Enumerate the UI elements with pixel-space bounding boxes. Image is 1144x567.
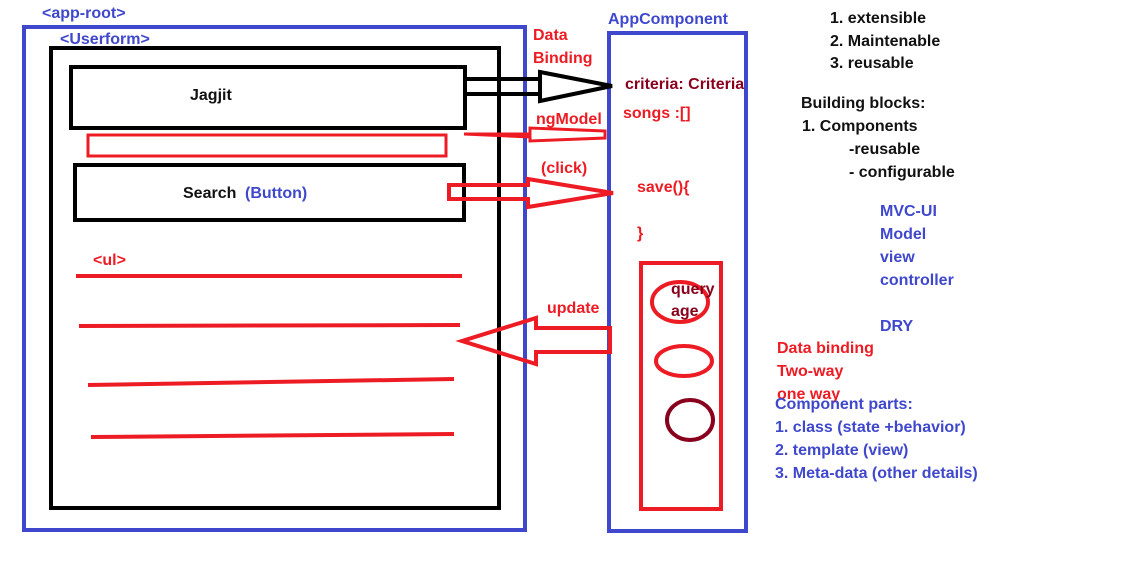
click-arrow: [447, 176, 614, 210]
list-line-3: [87, 377, 455, 387]
state-box: [639, 261, 723, 511]
name-input-value: Jagjit: [190, 87, 232, 104]
dry-label: DRY: [880, 318, 914, 335]
app-component-title: AppComponent: [608, 11, 728, 28]
state-ellipse-2: [654, 344, 714, 378]
update-arrow: [455, 315, 612, 367]
query-label: query: [671, 281, 715, 298]
data-binding-label-line2: Binding: [533, 50, 593, 67]
component-parts-item-3: 3. Meta-data (other details): [775, 465, 978, 482]
quality-item-3: 3. reusable: [830, 55, 914, 72]
mvc-item-3: view: [880, 249, 915, 266]
quality-item-2: 2. Maintenable: [830, 33, 941, 50]
data-binding-note-1: Data binding: [777, 340, 874, 357]
data-binding-note-3: one way: [777, 386, 841, 403]
component-parts-item-2: 2. template (view): [775, 442, 909, 459]
building-blocks-item-1: 1. Components: [802, 118, 918, 135]
building-blocks-item-2: -reusable: [849, 141, 921, 158]
userform-box: [49, 46, 501, 510]
criteria-property: criteria: Criteria: [625, 76, 745, 93]
search-button-box: [73, 163, 466, 222]
building-blocks-item-3: - configurable: [849, 164, 955, 181]
save-method-close: }: [637, 225, 644, 242]
red-input-field: [86, 133, 448, 158]
userform-label: <Userform>: [60, 31, 150, 48]
ngmodel-arrow: [463, 126, 607, 143]
state-ellipse-3: [665, 398, 715, 442]
data-binding-arrow: [465, 69, 613, 104]
data-binding-note-2: Two-way: [777, 363, 844, 380]
list-line-2: [78, 323, 461, 328]
app-component-box: [607, 31, 748, 533]
name-input-box: [69, 65, 467, 130]
mvc-item-2: Model: [880, 226, 927, 243]
save-method-open: save(){: [637, 179, 690, 196]
state-ellipse-1: [650, 280, 710, 324]
search-button-label: Search: [183, 185, 237, 202]
mvc-item-4: controller: [880, 272, 954, 289]
search-button-note: (Button): [245, 185, 308, 202]
ngmodel-label: ngModel: [536, 111, 602, 128]
quality-item-1: 1. extensible: [830, 10, 927, 27]
app-root-box: [22, 25, 527, 532]
update-label: update: [547, 300, 600, 317]
component-parts-title: Component parts:: [775, 396, 913, 413]
data-binding-label-line1: Data: [533, 27, 568, 44]
songs-property: songs :[]: [623, 105, 691, 122]
age-label: age: [671, 303, 699, 320]
click-label: (click): [541, 160, 588, 177]
list-line-4: [90, 432, 455, 439]
component-parts-item-1: 1. class (state +behavior): [775, 419, 966, 436]
mvc-item-1: MVC-UI: [880, 203, 937, 220]
ul-label: <ul>: [93, 252, 126, 269]
building-blocks-title: Building blocks:: [801, 95, 926, 112]
app-root-label: <app-root>: [42, 5, 126, 22]
